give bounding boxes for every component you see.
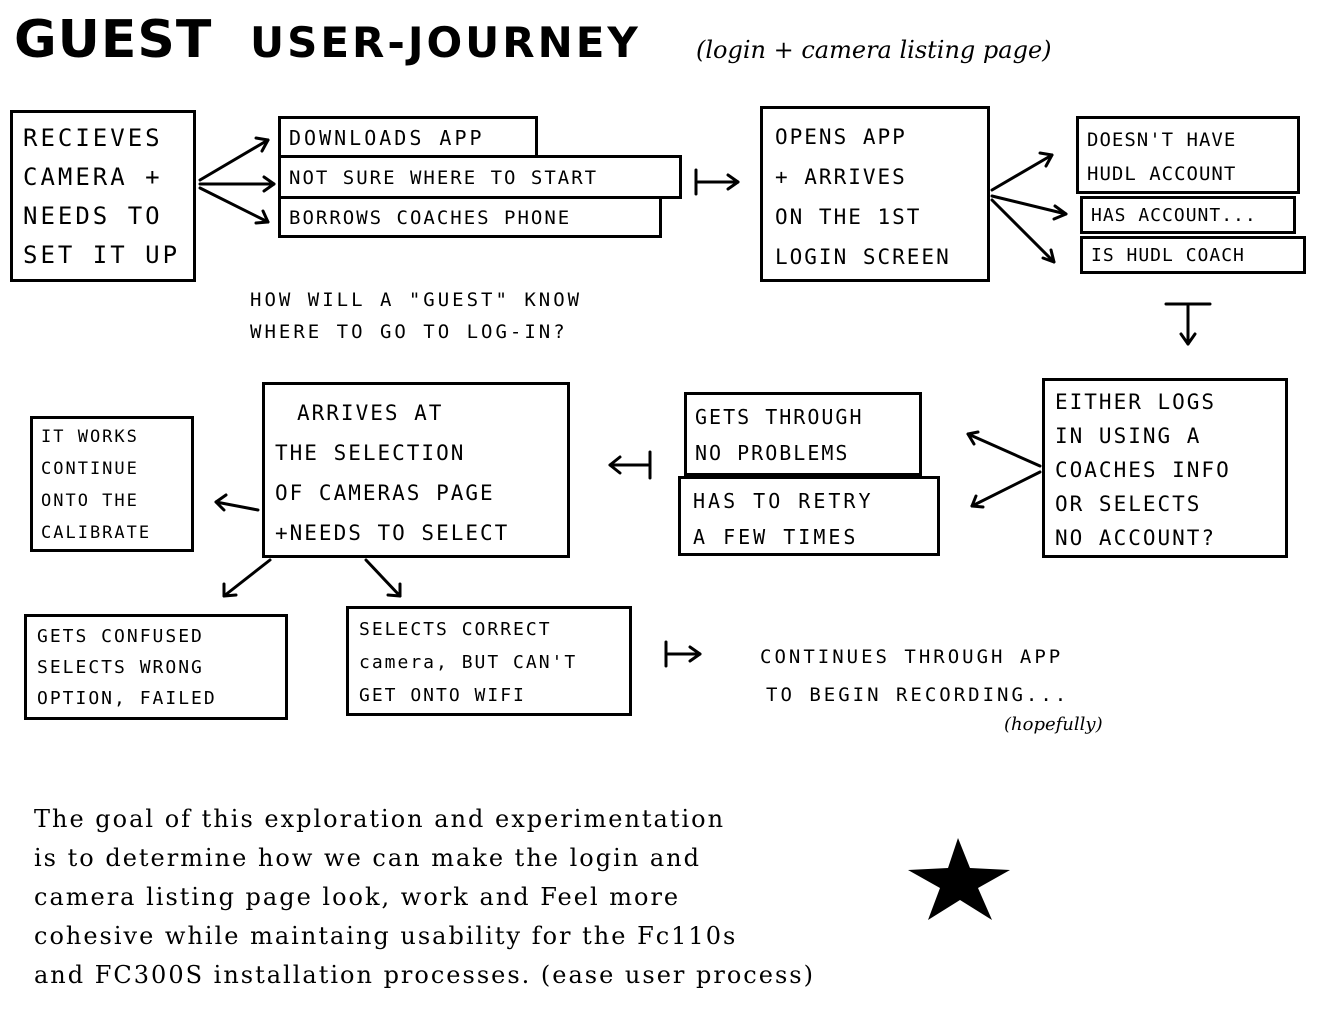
goal-paragraph: The goal of this exploration and experim… xyxy=(34,800,815,995)
box-line: CONTINUE xyxy=(41,459,139,479)
box-line: EITHER LOGS xyxy=(1055,390,1217,414)
box-opens-app: OPENS APP + ARRIVES ON THE 1st LOGIN SCR… xyxy=(760,106,990,282)
goal-line: and FC300S installation processes. (ease… xyxy=(34,961,815,989)
box-line: A FEW TIMES xyxy=(693,525,859,549)
box-line: LOGIN SCREEN xyxy=(775,245,951,269)
box-borrows-coaches-phone: BORROWS COACHES PHONE xyxy=(278,196,662,238)
goal-line: camera listing page look, work and Feel … xyxy=(34,883,681,911)
star-icon xyxy=(908,838,1010,920)
box-line: NEEDS TO xyxy=(23,202,163,230)
box-arrives-selection-of-cameras: ARRIVES AT THE SELECTION OF CAMERAS PAGE… xyxy=(262,382,570,558)
box-receives-camera: RECIEVES CAMERA + NEEDS TO SET IT UP xyxy=(10,110,196,282)
box-line: SET IT UP xyxy=(23,241,181,269)
box-line: OF CAMERAS PAGE xyxy=(275,481,495,505)
title-subtitle: (login + camera listing page) xyxy=(696,36,1052,64)
box-no-hudl-account: DOESN'T HAVE HUDL ACCOUNT xyxy=(1076,116,1300,194)
title-user-journey: USER-JOURNEY xyxy=(250,18,641,67)
box-line: SELECTS CORRECT xyxy=(359,619,552,640)
box-line: DOWNLOADS APP xyxy=(289,126,485,150)
note-line: CONTINUES THROUGH APP xyxy=(760,646,1064,668)
goal-line: cohesive while maintaing usability for t… xyxy=(34,922,738,950)
box-line: IN USING A xyxy=(1055,424,1202,448)
box-line: NO ACCOUNT? xyxy=(1055,526,1217,550)
box-line: GETS CONFUSED xyxy=(37,626,204,647)
box-line: ARRIVES AT xyxy=(297,401,444,425)
goal-line: is to determine how we can make the logi… xyxy=(34,844,701,872)
box-line: OR SELECTS xyxy=(1055,492,1202,516)
box-line: ON THE 1st xyxy=(775,205,922,229)
note-line: TO BEGIN RECORDING... xyxy=(766,684,1070,706)
title-guest: GUEST xyxy=(14,10,213,70)
box-line: GETS THROUGH xyxy=(695,405,864,429)
box-line: NO PROBLEMS xyxy=(695,441,850,465)
box-line: HUDL ACCOUNT xyxy=(1087,163,1237,185)
box-line: CAMERA + xyxy=(23,163,163,191)
box-line: HAS ACCOUNT... xyxy=(1091,205,1257,226)
box-line: OPTION, FAILED xyxy=(37,688,217,709)
box-line: camera, BUT CAN'T xyxy=(359,652,578,673)
goal-line: The goal of this exploration and experim… xyxy=(34,805,726,833)
box-not-sure-where-to-start: NOT SURE WHERE TO START xyxy=(278,155,682,199)
box-line: HAS TO RETRY xyxy=(693,489,874,513)
box-has-to-retry: HAS TO RETRY A FEW TIMES xyxy=(678,476,940,556)
box-line: THE SELECTION xyxy=(275,441,466,465)
box-line: GET ONTO WIFI xyxy=(359,685,526,706)
note-line: HOW WILL A "GUEST" KNOW xyxy=(250,289,583,311)
box-it-works-continue: IT WORKS CONTINUE ONTO THE CALIBRATE xyxy=(30,416,194,552)
box-line: COACHES INFO xyxy=(1055,458,1231,482)
box-selects-correct-camera: SELECTS CORRECT camera, BUT CAN'T GET ON… xyxy=(346,606,632,716)
box-line: CALIBRATE xyxy=(41,523,152,543)
box-line: +NEEDS TO SELECT xyxy=(275,521,510,545)
box-line: DOESN'T HAVE xyxy=(1087,129,1237,151)
box-line: IS HUDL COACH xyxy=(1091,245,1245,266)
note-continues-through-app: CONTINUES THROUGH APP TO BEGIN RECORDING… xyxy=(760,638,1069,714)
box-has-account: HAS ACCOUNT... xyxy=(1080,196,1296,234)
box-line: IT WORKS xyxy=(41,427,139,447)
box-line: OPENS APP xyxy=(775,125,907,149)
note-guest-login-question: HOW WILL A "GUEST" KNOW WHERE TO GO TO L… xyxy=(250,284,582,348)
note-line: WHERE TO GO TO LOG-IN? xyxy=(250,321,568,343)
box-line: BORROWS COACHES PHONE xyxy=(289,207,572,229)
note-hopefully: (hopefully) xyxy=(1004,714,1103,735)
box-is-hudl-coach: IS HUDL COACH xyxy=(1080,236,1306,274)
box-gets-through-no-problems: GETS THROUGH NO PROBLEMS xyxy=(684,392,922,476)
box-line: + ARRIVES xyxy=(775,165,907,189)
box-line: ONTO THE xyxy=(41,491,139,511)
box-downloads-app: DOWNLOADS APP xyxy=(278,116,538,158)
box-line: RECIEVES xyxy=(23,124,163,152)
box-line: NOT SURE WHERE TO START xyxy=(289,167,599,189)
box-line: SELECTS WRONG xyxy=(37,657,204,678)
box-gets-confused: GETS CONFUSED SELECTS WRONG OPTION, FAIL… xyxy=(24,614,288,720)
box-either-logs-in: EITHER LOGS IN USING A COACHES INFO OR S… xyxy=(1042,378,1288,558)
